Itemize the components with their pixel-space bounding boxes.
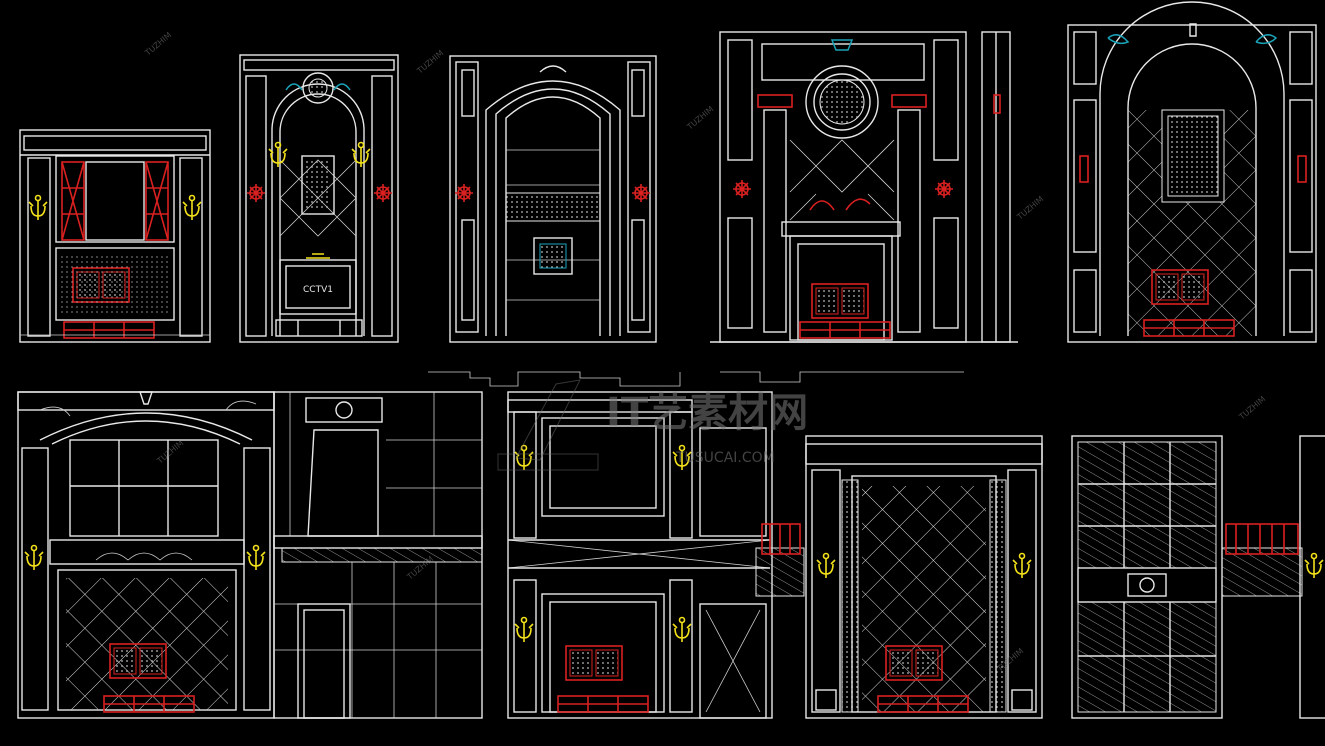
watermark-small: TUZHIM — [155, 438, 186, 466]
sconce-icon — [246, 544, 266, 571]
watermark-small: TUZHIM — [1237, 394, 1268, 422]
sconce-icon — [1304, 552, 1324, 579]
watermark-url: TUSUCAI.COM — [675, 450, 775, 466]
sconce-icon — [28, 194, 48, 221]
sconce-icon — [1012, 552, 1032, 579]
elevation-9 — [755, 435, 1043, 719]
ornament-icon — [631, 183, 651, 203]
watermark-small: TUZHIM — [143, 30, 174, 58]
elevation-7 — [273, 391, 483, 719]
elevation-8 — [507, 391, 773, 719]
section-lines — [428, 371, 964, 387]
watermark-small: TUZHIM — [1015, 194, 1046, 222]
watermark-main: IT艺素材网 — [606, 390, 808, 436]
ornament-icon — [454, 183, 474, 203]
elevation-2: CCTV1 — [239, 54, 399, 343]
ornament-icon — [373, 183, 393, 203]
watermark-small: TUZHIM — [415, 48, 446, 76]
ornament-icon — [732, 179, 752, 199]
watermark: IT艺素材网 TUSUCAI.COM TUZHIM TUZHIM TUZHIM … — [143, 30, 1268, 674]
elevation-4 — [710, 31, 1018, 343]
sconce-icon — [24, 544, 44, 571]
sconce-icon — [182, 194, 202, 221]
sconce-icon — [351, 141, 371, 168]
elevation-10 — [1071, 435, 1325, 719]
elevation-5 — [1067, 1, 1317, 343]
ornament-icon — [246, 183, 266, 203]
elevation-1 — [19, 129, 211, 343]
elevation-6 — [17, 391, 275, 719]
sconce-icon — [514, 616, 534, 643]
sconce-icon — [672, 616, 692, 643]
tv-label: CCTV1 — [303, 285, 333, 295]
ornament-icon — [934, 179, 954, 199]
sconce-icon — [816, 552, 836, 579]
elevation-3 — [449, 55, 657, 343]
watermark-small: TUZHIM — [685, 104, 716, 132]
